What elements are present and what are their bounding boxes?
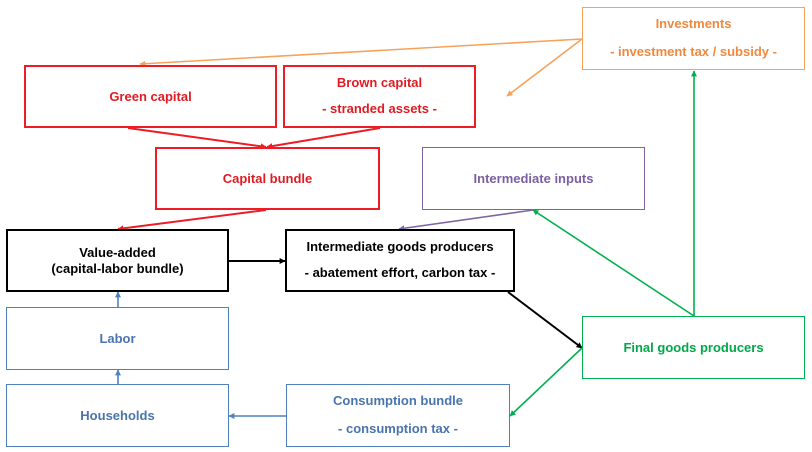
arrow-investments-to-brown-capital — [506, 38, 583, 97]
arrow-final-goods-to-consumption-bundle — [509, 347, 583, 417]
investments-title: Investments — [655, 16, 732, 31]
capital-bundle-title: Capital bundle — [222, 170, 313, 186]
investments-note: - investment tax / subsidy - — [610, 44, 777, 59]
brown-capital-title: Brown capital — [336, 75, 423, 90]
investments-box: Investments - investment tax / subsidy - — [582, 7, 805, 70]
intermediate-goods-note: - abatement effort, carbon tax - — [304, 265, 496, 280]
arrow-intermediate-goods-to-final-goods — [507, 291, 583, 349]
intermediate-inputs-box: Intermediate inputs — [422, 147, 645, 210]
arrow-brown-capital-to-capital-bundle — [266, 127, 381, 150]
arrow-investments-to-green-capital — [139, 38, 583, 67]
consumption-bundle-note: - consumption tax - — [338, 421, 458, 436]
consumption-bundle-title: Consumption bundle — [333, 393, 463, 408]
arrow-green-capital-to-capital-bundle — [127, 127, 267, 150]
green-capital-title: Green capital — [109, 88, 192, 104]
value-added-title: Value-added — [79, 244, 156, 260]
labor-title: Labor — [99, 330, 136, 346]
households-title: Households — [80, 407, 155, 423]
intermediate-goods-producers-box: Intermediate goods producers - abatement… — [285, 229, 515, 292]
value-added-subtitle: (capital-labor bundle) — [51, 260, 184, 276]
intermediate-goods-title: Intermediate goods producers — [306, 239, 494, 254]
brown-capital-note: - stranded assets - — [322, 101, 437, 116]
arrow-intermediate-inputs-to-intermediate-goods — [398, 209, 534, 232]
arrow-capital-bundle-to-value-added — [117, 209, 267, 232]
green-capital-box: Green capital — [24, 65, 277, 128]
consumption-bundle-box: Consumption bundle - consumption tax - — [286, 384, 510, 447]
final-goods-producers-box: Final goods producers — [582, 316, 805, 379]
households-box: Households — [6, 384, 229, 447]
brown-capital-box: Brown capital - stranded assets - — [283, 65, 476, 128]
intermediate-inputs-title: Intermediate inputs — [473, 170, 594, 186]
value-added-box: Value-added (capital-labor bundle) — [6, 229, 229, 292]
final-goods-title: Final goods producers — [623, 339, 764, 355]
arrow-final-goods-to-intermediate-inputs — [532, 209, 695, 317]
labor-box: Labor — [6, 307, 229, 370]
capital-bundle-box: Capital bundle — [155, 147, 380, 210]
